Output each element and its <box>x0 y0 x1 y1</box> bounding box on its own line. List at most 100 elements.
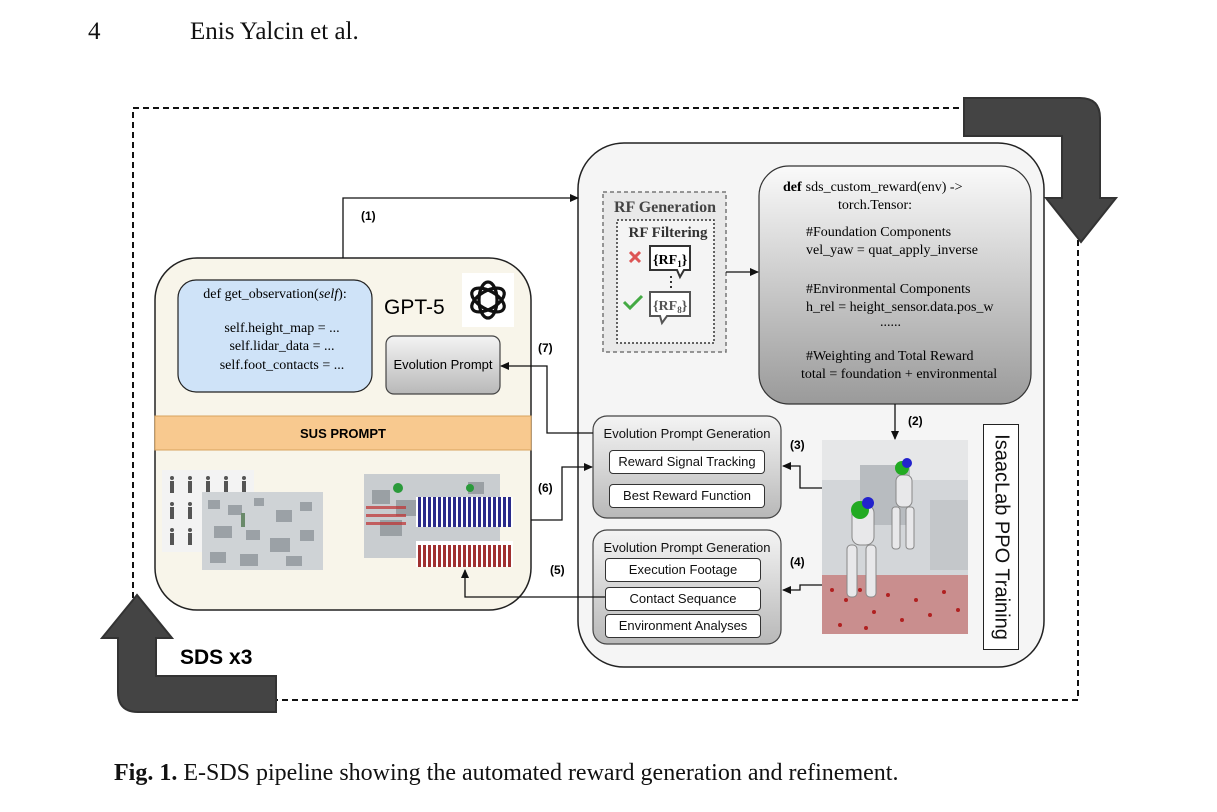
step-5-label: (5) <box>550 563 565 577</box>
step-3-label: (3) <box>790 438 805 452</box>
contact-stripe-red <box>503 545 506 567</box>
contact-stripe-blue <box>433 497 436 527</box>
rf-filtering-title: RF Filtering <box>628 225 708 241</box>
contact-stripe-blue <box>418 497 421 527</box>
contact-stripe-red <box>423 545 426 567</box>
loop-label: SDS x3 <box>180 646 252 669</box>
contact-stripe-red <box>443 545 446 567</box>
rf1-bubble <box>649 245 691 280</box>
simulation-image <box>822 440 968 634</box>
contact-stripe-blue <box>423 497 426 527</box>
arrow-5 <box>461 569 605 598</box>
contact-stripe-red <box>448 545 451 567</box>
loop-arrow-top-right <box>963 97 1119 244</box>
caption-text: E-SDS pipeline showing the automated rew… <box>183 760 899 786</box>
contact-stripe-red <box>458 545 461 567</box>
contact-stripe-blue <box>428 497 431 527</box>
contact-stripe-blue <box>483 497 486 527</box>
isaaclab-training-text: IsaacLab PPO Training <box>990 434 1013 640</box>
contact-stripe-blue <box>463 497 466 527</box>
contact-stripe-blue <box>498 497 501 527</box>
llm-name: GPT-5 <box>384 296 445 319</box>
terrain-scene-image <box>202 492 323 570</box>
rf-filtering-box <box>616 219 715 344</box>
reward-weight-comment: #Weighting and Total Reward <box>806 349 974 364</box>
rf8-label: {RF8} <box>653 299 688 315</box>
contact-stripe-red <box>498 545 501 567</box>
contact-stripe-blue <box>478 497 481 527</box>
contact-stripe-red <box>463 545 466 567</box>
step-2-label: (2) <box>908 414 923 428</box>
contact-stripe-red <box>433 545 436 567</box>
arrow-3 <box>782 462 822 489</box>
loop-arrow-bottom-left <box>99 593 277 713</box>
contact-stripe-red <box>428 545 431 567</box>
step-4-label: (4) <box>790 555 805 569</box>
reward-total-line: total = foundation + environmental <box>801 367 997 382</box>
page-number: 4 <box>88 18 101 45</box>
contact-stripe-blue <box>503 497 506 527</box>
contact-stripe-blue <box>438 497 441 527</box>
reward-ellipsis: ...... <box>880 315 901 330</box>
contact-stripe-red <box>488 545 491 567</box>
contact-stripe-red <box>508 545 511 567</box>
rf1-label: {RF1} <box>653 253 688 269</box>
contact-stripe-red <box>438 545 441 567</box>
contact-stripe-red <box>493 545 496 567</box>
arrow-1 <box>342 194 579 258</box>
arrow-7 <box>500 362 593 434</box>
contact-stripe-red <box>473 545 476 567</box>
arrow-6 <box>531 463 593 521</box>
reward-env-line: h_rel = height_sensor.data.pos_w <box>806 300 994 315</box>
evo-gen-2-title: Evolution Prompt Generation <box>603 540 771 555</box>
reward-foundation-line: vel_yaw = quat_apply_inverse <box>806 243 978 258</box>
arrow-4 <box>782 584 822 594</box>
openai-logo-icon <box>470 280 506 320</box>
reward-return-type: torch.Tensor: <box>838 198 912 213</box>
observation-code-box <box>177 279 373 393</box>
contact-stripe-blue <box>468 497 471 527</box>
best-reward-function-box: Best Reward Function <box>609 484 765 508</box>
step-6-label: (6) <box>538 481 553 495</box>
figure-caption: Fig. 1. E-SDS pipeline showing the autom… <box>114 760 898 787</box>
contact-stripe-blue <box>443 497 446 527</box>
reward-signal-tracking-box: Reward Signal Tracking <box>609 450 765 474</box>
evolution-prompt-label: Evolution Prompt <box>394 357 493 372</box>
evo-gen-1-title: Evolution Prompt Generation <box>603 426 771 441</box>
sus-prompt-label: SUS PROMPT <box>300 426 386 441</box>
dashed-loop-border <box>132 107 1079 701</box>
running-header-authors: Enis Yalcin et al. <box>190 18 359 45</box>
obs-signature: def get_observation(self): <box>203 287 346 302</box>
obs-line-3: self.foot_contacts = ... <box>220 358 345 373</box>
contact-stripe-red <box>418 545 421 567</box>
contact-stripe-blue <box>488 497 491 527</box>
reward-env-comment: #Environmental Components <box>806 282 970 297</box>
contact-stripe-red <box>453 545 456 567</box>
contact-stripe-red <box>483 545 486 567</box>
step-7-label: (7) <box>538 341 553 355</box>
obs-line-2: self.lidar_data = ... <box>229 339 334 354</box>
reject-x-icon <box>628 250 642 264</box>
contact-sequence-box: Contact Sequance <box>605 587 761 611</box>
environment-analyses-box: Environment Analyses <box>605 614 761 638</box>
rf8-bubble <box>649 291 691 326</box>
accept-check-icon <box>622 294 644 311</box>
contact-stripe-blue <box>448 497 451 527</box>
caption-label: Fig. 1. <box>114 760 178 786</box>
contact-stripe-blue <box>493 497 496 527</box>
isaaclab-training-label: IsaacLab PPO Training <box>983 424 1019 650</box>
execution-footage-box: Execution Footage <box>605 558 761 582</box>
contact-stripe-red <box>468 545 471 567</box>
sus-prompt-bar <box>154 415 532 451</box>
contact-stripe-blue <box>453 497 456 527</box>
step-1-label: (1) <box>361 209 376 223</box>
contact-stripe-blue <box>508 497 511 527</box>
contact-stripe-blue <box>458 497 461 527</box>
rf-generation-title: RF Generation <box>614 199 716 216</box>
reward-foundation-comment: #Foundation Components <box>806 225 951 240</box>
contact-stripe-red <box>478 545 481 567</box>
contact-stripe-blue <box>473 497 476 527</box>
